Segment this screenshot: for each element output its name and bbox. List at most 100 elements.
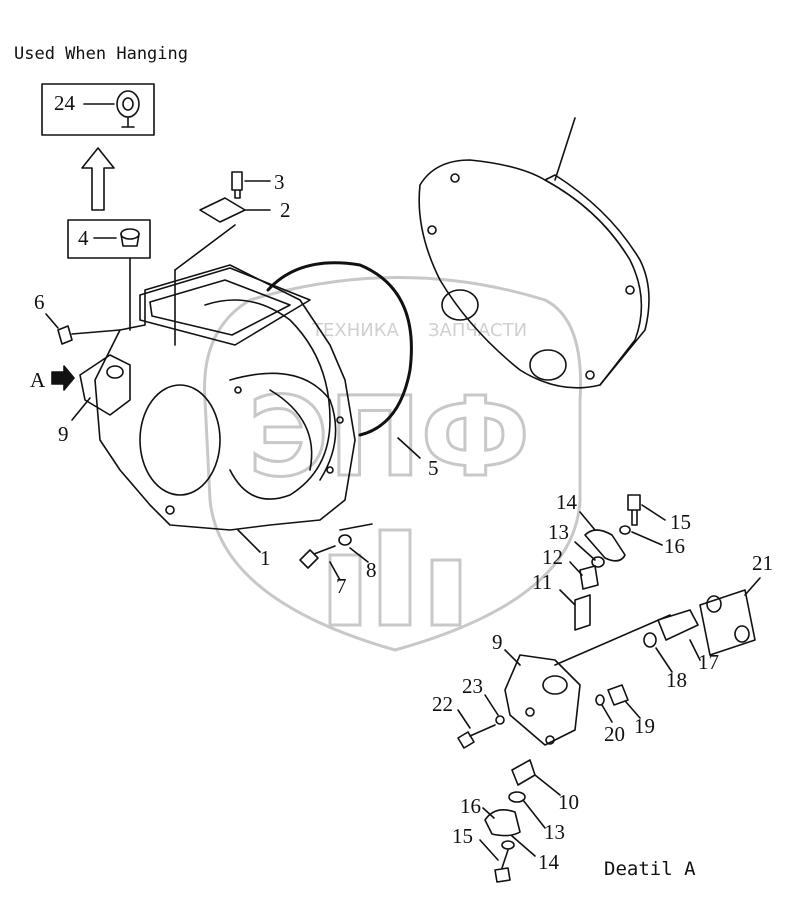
callout-7: 7 (336, 574, 347, 598)
housing-bore (139, 384, 221, 496)
leader-8 (349, 547, 369, 563)
watermark-bar-2 (378, 528, 412, 627)
callout-d17: 17 (698, 650, 719, 674)
watermark-letters: ЭПФ (248, 373, 530, 501)
leader-d16b (482, 807, 495, 819)
leader-7 (329, 561, 341, 581)
page-title: Used When Hanging (14, 44, 188, 64)
leader-d15b (479, 839, 499, 861)
pin-6 (57, 325, 73, 345)
leader-d20 (601, 704, 613, 723)
cover-14 (584, 529, 626, 562)
callout-d12: 12 (542, 545, 563, 569)
detail-a-assembly (457, 494, 756, 883)
callout-d10: 10 (558, 790, 579, 814)
leader-d14b (511, 835, 536, 857)
leader-6 (45, 313, 59, 329)
leader-d13b (522, 799, 546, 829)
leader-d19 (625, 701, 641, 719)
callout-d16b: 16 (460, 794, 481, 818)
leader-d11 (559, 589, 576, 606)
callout-4: 4 (78, 226, 89, 250)
bolt-15 (627, 494, 641, 526)
watermark-shield (203, 276, 583, 652)
flywheel-housing (79, 264, 356, 531)
callout-d21: 21 (752, 551, 773, 575)
view-marker-letter: A (30, 368, 46, 392)
box-hanging-part (41, 83, 155, 136)
leader-d15 (641, 504, 666, 521)
callout-d15b: 15 (452, 824, 473, 848)
callout-d14: 14 (556, 490, 577, 514)
box-part-4 (67, 219, 151, 259)
callout-3: 3 (274, 170, 285, 194)
callout-d13b: 13 (544, 820, 565, 844)
plug-10 (511, 759, 536, 786)
watermark: ЭПФ ТЕХНИКА ЗАПЧАСТИ (203, 276, 583, 652)
leader-d10 (534, 774, 561, 796)
leader-d12 (569, 561, 583, 576)
watermark-text-left: ТЕХНИКА (311, 320, 399, 341)
rear-cover (418, 159, 650, 389)
callout-6: 6 (34, 290, 45, 314)
leader-d13 (574, 541, 596, 561)
washer-23 (495, 715, 505, 725)
washer-8 (338, 534, 352, 546)
callout-9: 9 (58, 422, 69, 446)
washer-16b (501, 840, 515, 850)
eye-bolt-icon (116, 90, 140, 128)
leader-d16 (631, 531, 663, 546)
bolt-7 (299, 545, 336, 569)
bolt-22 (457, 724, 496, 749)
callout-5: 5 (428, 456, 439, 480)
plate-21 (699, 589, 756, 656)
callout-d14b: 14 (538, 850, 559, 874)
direction-arrow-icon (51, 365, 75, 391)
callout-d16: 16 (664, 534, 685, 558)
callout-2: 2 (280, 198, 291, 222)
callout-8: 8 (366, 558, 377, 582)
detail-label: Deatil A (604, 858, 696, 880)
ring-13b (508, 791, 526, 803)
spring-11 (574, 594, 591, 631)
leader-d23 (484, 694, 499, 716)
washer-16 (619, 525, 631, 535)
callout-d11: 11 (532, 570, 553, 594)
leader-d21 (744, 577, 761, 596)
leader-d14 (579, 511, 596, 531)
callout-d18: 18 (666, 668, 687, 692)
valve-body-9 (504, 654, 581, 746)
leader-d17 (689, 639, 701, 661)
up-arrow-icon (81, 147, 115, 211)
callout-d23: 23 (462, 674, 483, 698)
leader-d22 (457, 709, 471, 729)
leader-d18 (655, 647, 673, 673)
leader-5 (397, 437, 421, 459)
callout-d9: 9 (492, 630, 503, 654)
callout-1: 1 (260, 546, 271, 570)
ring-13 (591, 556, 605, 568)
watermark-bar-3 (430, 558, 462, 627)
leader-arrow-cover (554, 117, 576, 181)
bolt-15b (494, 849, 511, 883)
piston-17 (657, 609, 699, 641)
leader-9 (71, 397, 91, 421)
callout-d22: 22 (432, 692, 453, 716)
cover-14b (484, 809, 521, 837)
callout-d15: 15 (670, 510, 691, 534)
bolt-3 (231, 171, 243, 199)
watermark-bar-1 (328, 553, 362, 627)
bushing-icon (120, 228, 140, 247)
leader-d9 (504, 649, 521, 666)
ring-18 (643, 632, 657, 648)
ring-20 (595, 694, 605, 706)
plug-12 (579, 565, 599, 590)
plug-19 (607, 684, 629, 706)
callout-d13: 13 (548, 520, 569, 544)
callout-d19: 19 (634, 714, 655, 738)
leader-1 (237, 529, 261, 553)
callout-24: 24 (54, 91, 75, 115)
callout-d20: 20 (604, 722, 625, 746)
o-ring-5 (266, 261, 413, 437)
